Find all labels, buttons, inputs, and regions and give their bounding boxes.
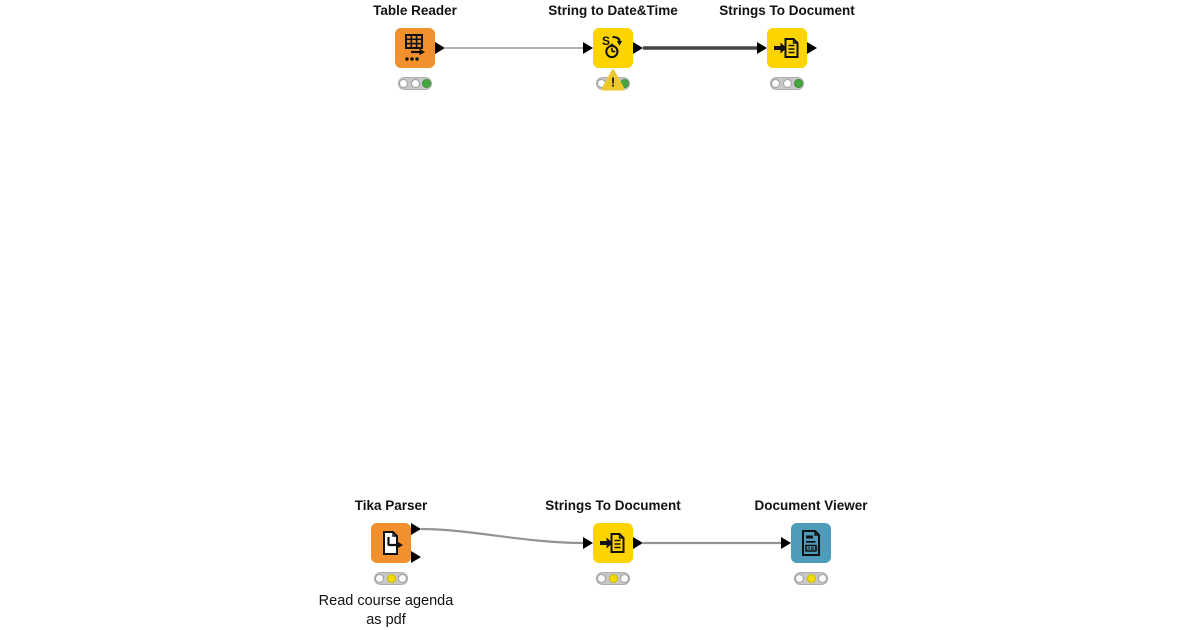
- document-viewer-glyph: ABC: [802, 530, 820, 556]
- status-light-yellow: [410, 79, 420, 88]
- status-light-yellow: [386, 574, 396, 583]
- status-light-red: [771, 79, 780, 88]
- status-traffic-light: [770, 77, 804, 90]
- table-reader-icon[interactable]: [395, 28, 435, 68]
- node-label: Strings To Document: [545, 498, 681, 513]
- tika-parser-glyph: [383, 531, 403, 555]
- svg-text:S: S: [602, 34, 610, 48]
- status-light-red: [795, 574, 804, 583]
- warning-icon: !: [601, 69, 625, 91]
- status-light-yellow: [608, 574, 618, 583]
- status-light-yellow: [806, 574, 816, 583]
- strings-to-document-icon[interactable]: [593, 523, 633, 563]
- status-traffic-light: [794, 572, 828, 585]
- strings-to-document-glyph: [774, 38, 799, 58]
- status-light-green: [818, 574, 827, 583]
- strings-to-document-glyph: [600, 533, 625, 553]
- node-label: Table Reader: [373, 3, 457, 18]
- svg-text:ABC: ABC: [807, 546, 818, 551]
- annotation-line-1: Read course agenda: [318, 593, 454, 609]
- table-reader-glyph: [405, 34, 425, 61]
- status-traffic-light: [374, 572, 408, 585]
- status-light-red: [597, 574, 606, 583]
- node-strings-to-document-bottom[interactable]: Strings To Document: [545, 498, 681, 585]
- node-string-to-datetime[interactable]: String to Date&Time S !: [548, 3, 678, 91]
- strings-to-document-icon[interactable]: [767, 28, 807, 68]
- string-to-datetime-icon[interactable]: S: [593, 28, 633, 68]
- node-strings-to-document-top[interactable]: Strings To Document: [719, 3, 855, 90]
- svg-text:!: !: [611, 75, 615, 90]
- output-port-1[interactable]: [411, 523, 421, 535]
- status-light-green: [620, 574, 629, 583]
- tika-parser-icon[interactable]: [371, 523, 411, 563]
- string-to-datetime-glyph: S: [602, 34, 623, 59]
- status-light-red: [375, 574, 384, 583]
- status-traffic-light: [596, 572, 630, 585]
- status-light-red: [399, 79, 408, 88]
- status-light-yellow: [782, 79, 792, 88]
- status-light-green: [398, 574, 407, 583]
- input-port[interactable]: [781, 537, 791, 549]
- node-tika-parser[interactable]: Tika Parser: [355, 498, 427, 585]
- node-label: String to Date&Time: [548, 3, 678, 18]
- node-label: Tika Parser: [354, 498, 428, 513]
- output-port[interactable]: [633, 537, 643, 549]
- input-port[interactable]: [583, 537, 593, 549]
- output-port[interactable]: [807, 42, 817, 54]
- status-traffic-light: [398, 77, 432, 90]
- node-label: Strings To Document: [719, 3, 855, 18]
- document-viewer-icon[interactable]: ABC: [791, 523, 831, 563]
- node-table-reader[interactable]: Table Reader: [373, 3, 457, 90]
- status-light-green: [794, 79, 803, 88]
- status-traffic-light: !: [596, 69, 630, 91]
- input-port[interactable]: [583, 42, 593, 54]
- output-port[interactable]: [435, 42, 445, 54]
- status-light-green: [422, 79, 431, 88]
- connection-tika-parser-to-strings-to-document[interactable]: [420, 527, 584, 545]
- input-port[interactable]: [757, 42, 767, 54]
- node-document-viewer[interactable]: Document Viewer ABC: [754, 498, 868, 585]
- node-label: Document Viewer: [754, 498, 868, 513]
- output-port-2[interactable]: [411, 551, 421, 563]
- workflow-annotation: Read course agenda as pdf: [319, 592, 454, 629]
- annotation-line-2: as pdf: [366, 611, 406, 628]
- output-port[interactable]: [633, 42, 643, 54]
